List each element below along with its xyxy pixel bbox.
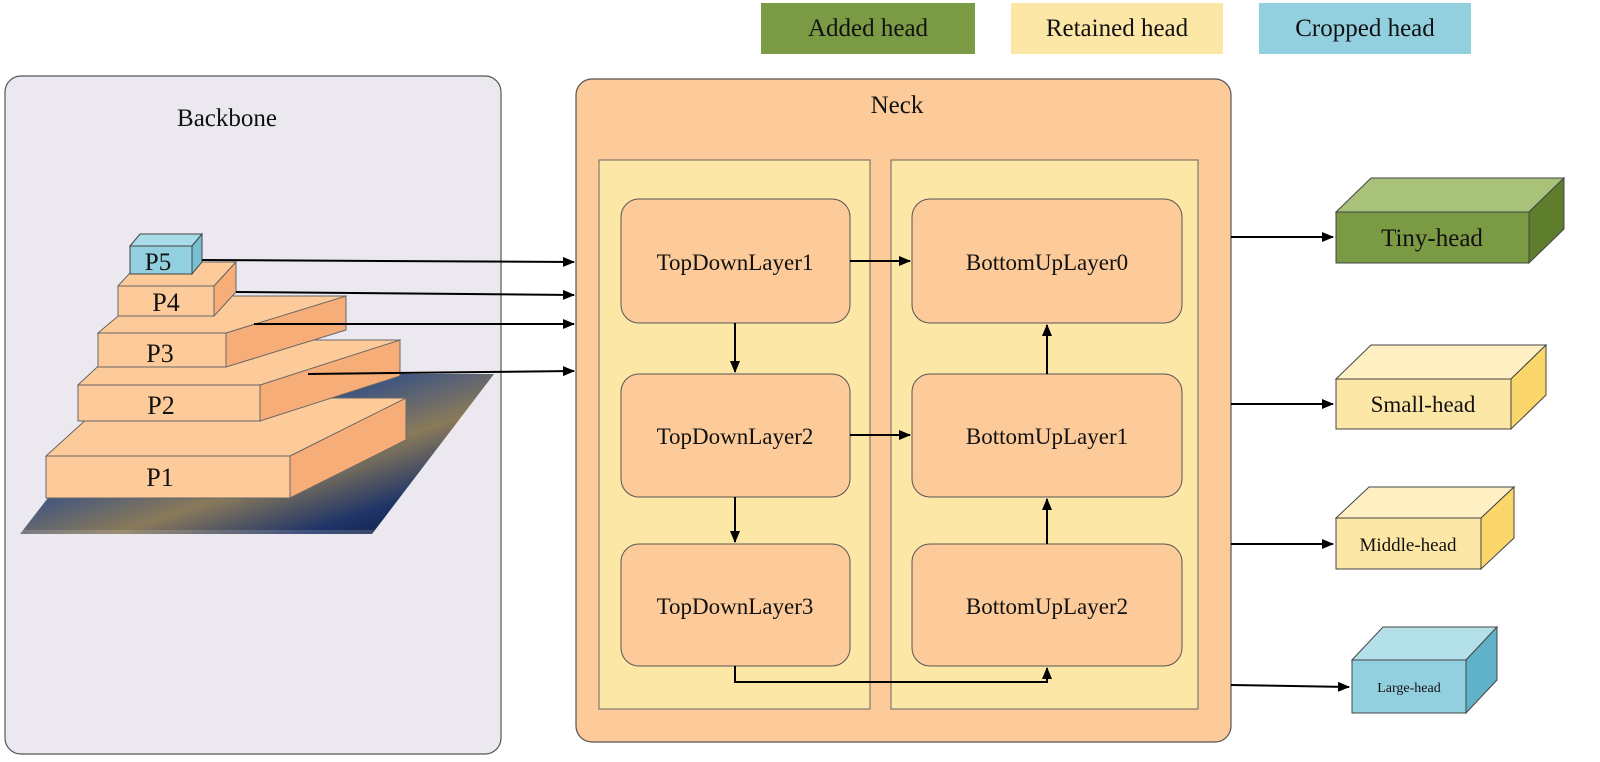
arrow-p4-to-neck <box>235 289 575 300</box>
pyramid-label-p5: P5 <box>145 249 171 276</box>
neck-head-arrows <box>1230 232 1350 692</box>
backbone-panel: Backbone P1 P2 P3 P4 <box>4 75 502 755</box>
arrow-p5-to-neck <box>201 256 575 267</box>
pyramid-level-p5: P5 <box>128 232 204 276</box>
legend-cropped-swatch <box>1259 3 1471 54</box>
legend-retained-swatch <box>1011 3 1223 54</box>
pyramid-label-p3: P3 <box>146 339 173 368</box>
tiny-head-label: Tiny-head <box>1381 225 1483 252</box>
arrow-td3-to-bu2 <box>734 666 1052 683</box>
bottom-up-layer-1-label: BottomUpLayer1 <box>966 424 1128 449</box>
legend-cropped-label: Cropped head <box>1295 15 1435 42</box>
pyramid-label-p2: P2 <box>147 391 174 420</box>
bottom-up-layer-0 <box>911 198 1183 324</box>
bottom-up-layer-0-label: BottomUpLayer0 <box>966 250 1128 275</box>
neck-panel: Neck TopDownLayer1 TopDownLayer2 TopDown… <box>575 78 1232 743</box>
backbone-title: Backbone <box>177 105 277 132</box>
middle-head-label: Middle-head <box>1359 535 1457 556</box>
large-head: Large-head <box>1350 625 1499 715</box>
arrow-to-large-head <box>1230 681 1350 692</box>
neck-title: Neck <box>871 92 924 119</box>
large-head-label: Large-head <box>1377 681 1440 696</box>
pyramid-level-p4: P4 <box>116 260 238 318</box>
small-head: Small-head <box>1334 343 1548 431</box>
legend: Added head Retained head Cropped head <box>761 3 1471 54</box>
arrow-p2-to-neck <box>307 366 575 377</box>
legend-added-swatch <box>761 3 975 54</box>
bottom-up-layer-2-label: BottomUpLayer2 <box>966 594 1128 619</box>
backbone-neck-arrows <box>201 256 575 377</box>
legend-added-label: Added head <box>808 15 929 42</box>
small-head-label: Small-head <box>1371 392 1476 417</box>
top-down-layer-1-label: TopDownLayer1 <box>657 250 814 275</box>
pyramid-label-p1: P1 <box>146 463 173 492</box>
tiny-head: Tiny-head <box>1334 176 1566 265</box>
top-down-layer-2-label: TopDownLayer2 <box>657 424 814 449</box>
middle-head: Middle-head <box>1334 485 1516 571</box>
pyramid-label-p4: P4 <box>152 288 179 317</box>
pyramid-level-p1: P1 <box>44 397 408 499</box>
top-down-layer-3-label: TopDownLayer3 <box>657 594 814 619</box>
legend-retained-label: Retained head <box>1046 15 1189 42</box>
